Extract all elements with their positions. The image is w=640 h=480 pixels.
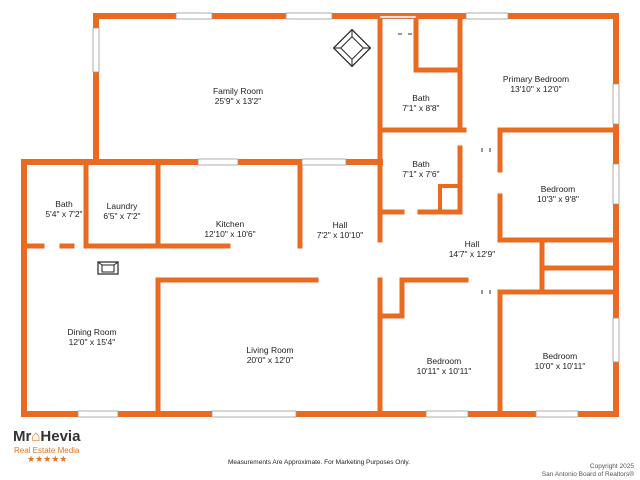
- copyright-line2: San Antonio Board of Realtors®: [541, 471, 634, 478]
- room-name: Laundry: [106, 201, 138, 211]
- room-label-bedroom-bottom-mid: Bedroom 10'11" x 10'11": [417, 356, 472, 376]
- room-dims: 7'2" x 10'10": [316, 230, 364, 240]
- logo-name: Mr⌂Hevia: [13, 428, 80, 445]
- room-label-bath-mid: Bath 7'1" x 7'6": [402, 159, 439, 179]
- copyright: Copyright 2025 San Antonio Board of Real…: [542, 463, 634, 479]
- room-dims: 13'10" x 12'0": [510, 84, 562, 94]
- room-name: Bath: [55, 199, 73, 209]
- room-dims: 10'3" x 9'8": [537, 194, 579, 204]
- brand-logo: Mr⌂Hevia Real Estate Media ★★★★★: [13, 428, 93, 470]
- room-name: Bath: [412, 159, 430, 169]
- room-name: Dining Room: [67, 327, 117, 337]
- window: [77, 410, 119, 418]
- room-name: Kitchen: [215, 219, 245, 229]
- room-dims: 12'10" x 10'6": [204, 229, 256, 239]
- room-label-dining-room: Dining Room 12'0" x 15'4": [67, 327, 116, 347]
- room-name: Hall: [332, 220, 348, 230]
- room-name: Primary Bedroom: [502, 74, 570, 84]
- room-name: Bath: [412, 93, 430, 103]
- room-label-bath-left: Bath 5'4" x 7'2": [45, 199, 82, 219]
- room-dims: 10'11" x 10'11": [416, 366, 472, 376]
- door-marks: [398, 33, 491, 294]
- room-label-kitchen: Kitchen 12'10" x 10'6": [204, 219, 255, 239]
- room-name: Bedroom: [540, 184, 576, 194]
- window: [425, 410, 469, 418]
- fixtures: [97, 28, 372, 275]
- logo-subtitle: Real Estate Media: [14, 446, 80, 455]
- room-label-bath-top: Bath 7'1" x 8'8": [402, 93, 439, 113]
- fireplace-icon: [97, 261, 119, 275]
- disclaimer: Measurements Are Approximate. For Market…: [228, 459, 410, 466]
- window: [612, 317, 620, 363]
- room-name: Family Room: [212, 86, 264, 96]
- window: [612, 163, 620, 205]
- room-dims: 7'1" x 8'8": [402, 103, 440, 113]
- window: [465, 12, 509, 20]
- window: [535, 410, 579, 418]
- room-name: Living Room: [246, 345, 294, 355]
- room-dims: 12'0" x 15'4": [68, 337, 116, 347]
- room-label-family-room: Family Room 25'9" x 13'2": [213, 86, 263, 106]
- window: [285, 12, 333, 20]
- room-name: Bedroom: [542, 351, 578, 361]
- window: [197, 158, 239, 166]
- window: [301, 158, 347, 166]
- window: [211, 410, 297, 418]
- room-label-hall-right: Hall 14'7" x 12'9": [449, 239, 496, 259]
- room-label-bedroom-bottom-right: Bedroom 10'0" x 10'11": [535, 351, 586, 371]
- walls: [21, 13, 619, 417]
- room-dims: 6'5" x 7'2": [103, 211, 141, 221]
- fireplace-icon: [332, 28, 372, 68]
- window: [612, 83, 620, 125]
- room-label-living-room: Living Room 20'0" x 12'0": [246, 345, 293, 365]
- windows: [77, 12, 620, 418]
- window: [92, 27, 100, 73]
- room-dims: 10'0" x 10'11": [534, 361, 586, 371]
- window: [379, 15, 417, 19]
- room-dims: 20'0" x 12'0": [246, 355, 294, 365]
- room-dims: 25'9" x 13'2": [214, 96, 262, 106]
- logo-name-part2: Hevia: [40, 428, 81, 445]
- room-label-bedroom-right: Bedroom 10'3" x 9'8": [537, 184, 579, 204]
- room-label-hall-center: Hall 7'2" x 10'10": [317, 220, 364, 240]
- room-dims: 5'4" x 7'2": [45, 209, 83, 219]
- window: [175, 12, 213, 20]
- room-dims: 7'1" x 7'6": [402, 169, 440, 179]
- room-name: Bedroom: [426, 356, 462, 366]
- room-label-primary-bedroom: Primary Bedroom 13'10" x 12'0": [503, 74, 569, 94]
- copyright-line1: Copyright 2025: [589, 463, 634, 470]
- room-label-laundry: Laundry 6'5" x 7'2": [103, 201, 140, 221]
- logo-house-icon: ⌂: [31, 428, 41, 445]
- star-rating-icon: ★★★★★: [27, 455, 68, 465]
- room-name: Hall: [464, 239, 480, 249]
- logo-name-part1: Mr: [13, 428, 32, 445]
- room-dims: 14'7" x 12'9": [448, 249, 496, 259]
